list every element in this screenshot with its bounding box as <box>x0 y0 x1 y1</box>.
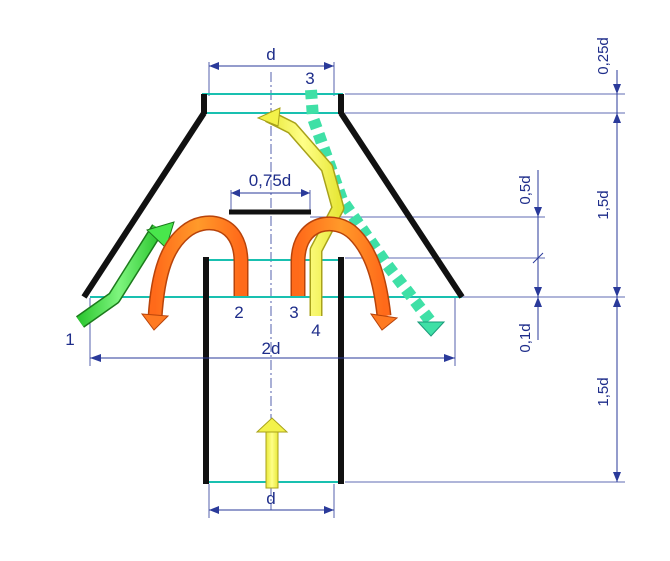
label-top-height: 0,25d <box>595 37 612 75</box>
flow-label-3-top: 3 <box>305 69 314 88</box>
flow-4-yellow-arrow <box>265 111 343 316</box>
flow-3-orange-right <box>292 217 390 317</box>
label-cone-base: 2d <box>262 339 281 358</box>
label-pipe-height: 1,5d <box>595 377 612 406</box>
flow-3-arrowhead <box>416 321 446 337</box>
flow-label-1: 1 <box>65 330 74 349</box>
cone-wall-left <box>81 111 207 299</box>
intake-yellow-arrow <box>265 429 279 489</box>
horizontal-dimensions <box>90 62 455 514</box>
label-baffle-width: 0,75d <box>249 171 292 190</box>
label-cone-height: 1,5d <box>595 190 612 219</box>
flow-3-dashed-stream <box>305 89 436 326</box>
flow-2-orange-left <box>149 216 247 319</box>
label-baffle-gap: 0,5d <box>517 175 534 204</box>
cone-wall-right <box>338 111 465 299</box>
flow-1-green-arrow <box>76 225 163 327</box>
flow-label-2: 2 <box>234 303 243 322</box>
label-top-d: d <box>266 45 275 64</box>
flow-arrows <box>75 89 446 489</box>
flow-label-4: 4 <box>311 321 320 340</box>
extension-lines <box>89 62 625 518</box>
flow-label-3-inner: 3 <box>289 303 298 322</box>
label-bottom-gap: 0,1d <box>517 323 534 352</box>
vertical-dimensions <box>532 70 621 482</box>
label-pipe-d: d <box>266 489 275 508</box>
